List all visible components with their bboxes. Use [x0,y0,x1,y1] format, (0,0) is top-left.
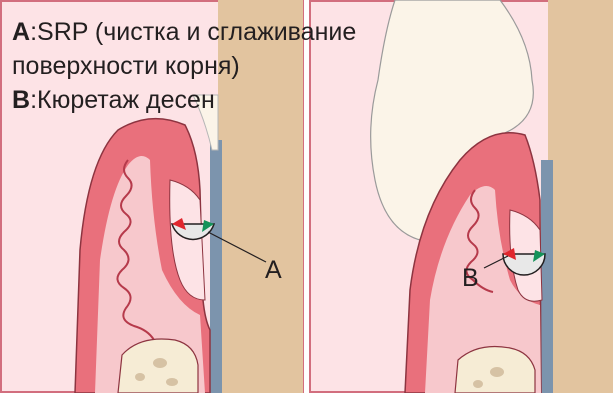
legend-line-b: B:Кюретаж десен [12,83,356,117]
legend-key-a: A [12,18,30,46]
legend-key-b: B [12,86,30,114]
bone-spot [473,380,483,388]
callout-label-a: A [265,258,282,283]
bone-spot [490,367,504,377]
callout-label-b: B [462,266,479,291]
bone-spot [166,378,178,386]
root-surface-right [541,160,553,393]
legend-line-a: A:SRP (чистка и сглаживание [12,15,356,49]
legend-caption: A:SRP (чистка и сглаживание поверхности … [12,15,356,117]
legend-separator: : [30,18,37,46]
tooth-root-right [548,0,613,393]
legend-text-a-continued: поверхности корня) [12,49,356,83]
legend-separator: : [30,86,37,114]
legend-text-b: Кюретаж десен [37,86,215,114]
legend-text-a: SRP (чистка и сглаживание [37,18,356,46]
bone-spot [153,358,167,368]
root-surface-left [210,140,222,393]
bone-spot [135,373,145,381]
